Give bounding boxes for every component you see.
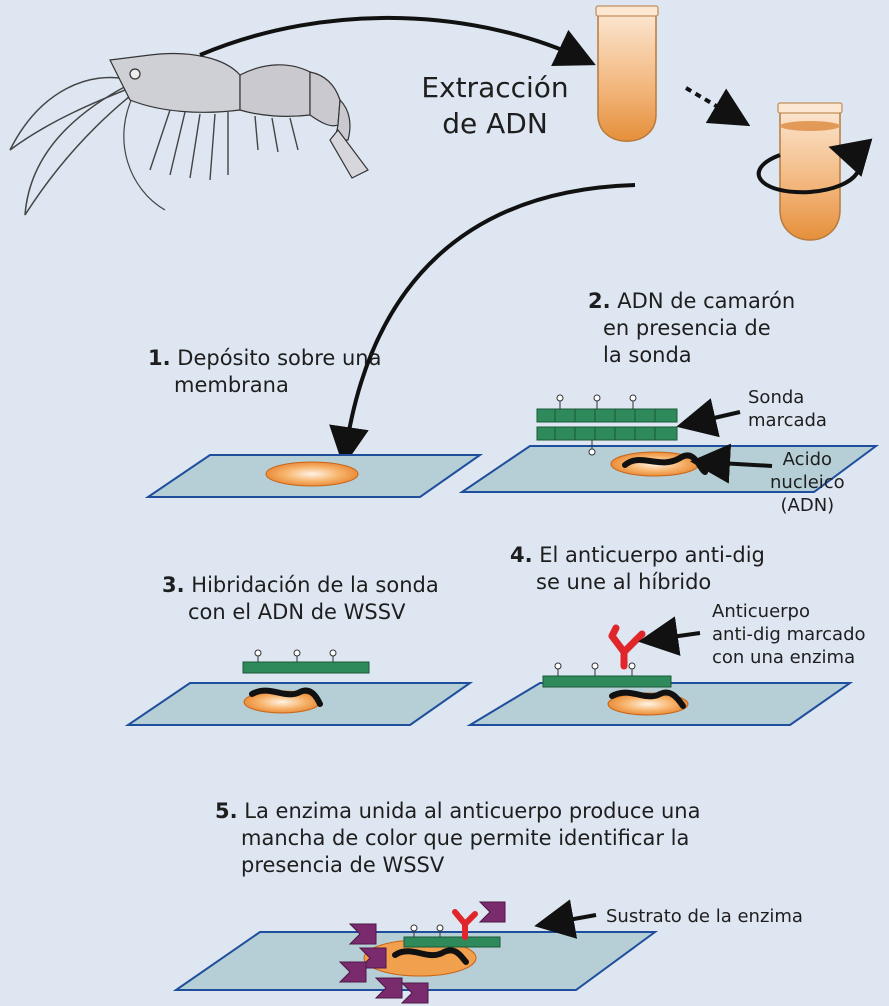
shrimp-illustration bbox=[10, 54, 368, 215]
extraction-line-1: Extracción bbox=[400, 70, 590, 106]
step-1-line-2: membrana bbox=[148, 372, 381, 399]
step-4-number: 4. bbox=[510, 543, 533, 567]
probe-line-2: marcada bbox=[748, 409, 827, 432]
extraction-line-2: de ADN bbox=[400, 106, 590, 142]
step-1-line-1: Depósito sobre una bbox=[177, 346, 381, 370]
antibody-line-3: con una enzima bbox=[712, 646, 866, 669]
nucleic-line-2: nucleico bbox=[770, 471, 845, 494]
step-1-number: 1. bbox=[148, 346, 171, 370]
nucleic-acid-annotation: Acido nucleico (ADN) bbox=[770, 448, 845, 517]
arrow-to-tube bbox=[200, 18, 585, 60]
step-5-line-2: mancha de color que permite identificar … bbox=[215, 825, 700, 852]
extraction-label: Extracción de ADN bbox=[400, 70, 590, 142]
step-5-line-3: presencia de WSSV bbox=[215, 852, 700, 879]
step-4-line-2: se une al híbrido bbox=[510, 569, 765, 596]
nucleic-line-3: (ADN) bbox=[770, 494, 845, 517]
sample-tube bbox=[596, 6, 658, 141]
step-5-label: 5. La enzima unida al anticuerpo produce… bbox=[215, 798, 700, 879]
substrate-annotation: Sustrato de la enzima bbox=[606, 905, 803, 928]
antibody-annotation: Anticuerpo anti-dig marcado con una enzi… bbox=[712, 600, 866, 669]
labeled-probe bbox=[537, 409, 677, 440]
step-4-line-1: El anticuerpo anti-dig bbox=[539, 543, 765, 567]
step-2-line-3: la sonda bbox=[588, 342, 795, 369]
step-3-line-1: Hibridación de la sonda bbox=[191, 573, 438, 597]
step-5-number: 5. bbox=[215, 799, 238, 823]
nucleic-line-1: Acido bbox=[770, 448, 845, 471]
dotted-arrow bbox=[686, 88, 740, 120]
step-3-line-2: con el ADN de WSSV bbox=[162, 599, 439, 626]
step-5-line-1: La enzima unida al anticuerpo produce un… bbox=[244, 799, 700, 823]
probe-line-1: Sonda bbox=[748, 386, 827, 409]
vortex-tube bbox=[759, 103, 859, 240]
membrane-step-1 bbox=[148, 455, 480, 497]
antibody-line-2: anti-dig marcado bbox=[712, 623, 866, 646]
step-1-label: 1. Depósito sobre una membrana bbox=[148, 345, 381, 399]
membrane-step-3 bbox=[128, 650, 470, 725]
antibody-y bbox=[612, 628, 642, 666]
step-3-number: 3. bbox=[162, 573, 185, 597]
step-4-label: 4. El anticuerpo anti-dig se une al híbr… bbox=[510, 542, 765, 596]
probe-annotation: Sonda marcada bbox=[748, 386, 827, 432]
step-2-line-2: en presencia de bbox=[588, 315, 795, 342]
antibody-line-1: Anticuerpo bbox=[712, 600, 866, 623]
step-2-line-1: ADN de camarón bbox=[617, 289, 795, 313]
step-2-label: 2. ADN de camarón en presencia de la son… bbox=[588, 288, 795, 369]
membrane-step-5 bbox=[176, 902, 655, 1003]
step-3-label: 3. Hibridación de la sonda con el ADN de… bbox=[162, 572, 439, 626]
step-2-number: 2. bbox=[588, 289, 611, 313]
